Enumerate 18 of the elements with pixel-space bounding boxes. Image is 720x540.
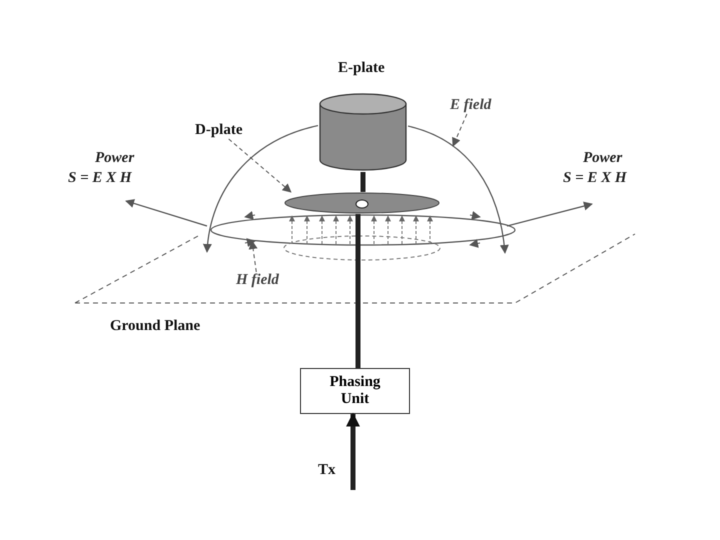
leader-line [228, 138, 292, 193]
field-label: E field [450, 97, 492, 114]
feed-line [360, 172, 366, 192]
process-box: Phasing Unit [300, 368, 410, 414]
plate-label: E-plate [338, 60, 385, 77]
power-label: S = E X H [68, 170, 132, 187]
field-line [408, 126, 509, 254]
power-label: Power [583, 150, 622, 167]
power-label: S = E X H [563, 170, 627, 187]
power-label: Power [95, 150, 134, 167]
field-line [203, 125, 318, 253]
arrow [346, 412, 360, 490]
leader-line [248, 240, 258, 272]
leader-line [452, 114, 468, 147]
field-label: H field [236, 272, 279, 289]
feed-line [356, 214, 360, 368]
field-label: D-plate [195, 122, 242, 139]
plane-label: Ground Plane [110, 318, 200, 335]
